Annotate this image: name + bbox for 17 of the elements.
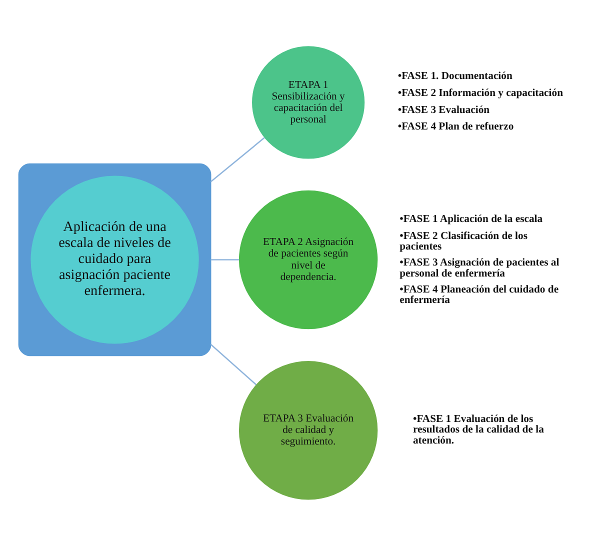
connector (210, 343, 257, 385)
node-label: •FASE 3 Evaluación (398, 104, 490, 116)
node-label: •FASE 1 Evaluación de los resultados de la calidad de la atención. (412, 413, 544, 446)
connector (210, 136, 265, 182)
node-label: •FASE 2 Clasificación de los pacientes (400, 230, 528, 252)
node-label: •FASE 4 Planeación del cuidado de enfermería (400, 284, 559, 306)
node-label: •FASE 1 Aplicación de la escala (400, 214, 543, 225)
node-circle: Aplicación de una escala de niveles de cuidado para asignación paciente enfermera. (30, 175, 199, 344)
node-label: •FASE 2 Información y capacitación (398, 87, 564, 98)
cluster (18, 162, 212, 356)
node-label: •FASE 3 Asignación de pacientes al personal de enfermería (400, 257, 560, 279)
node-circle: ETAPA 2 Asignación de pacientes según nivel de dependencia. (238, 190, 378, 329)
node-label: •FASE 4 Plan de refuerzo (398, 121, 514, 132)
connector (210, 258, 240, 260)
node-circle: ETAPA 3 Evaluación de calidad y seguimiento. (238, 360, 378, 500)
node-circle: ETAPA 1 Sensibilización y capacitación del personal (252, 46, 365, 158)
node-label: •FASE 1. Documentación (398, 70, 512, 82)
